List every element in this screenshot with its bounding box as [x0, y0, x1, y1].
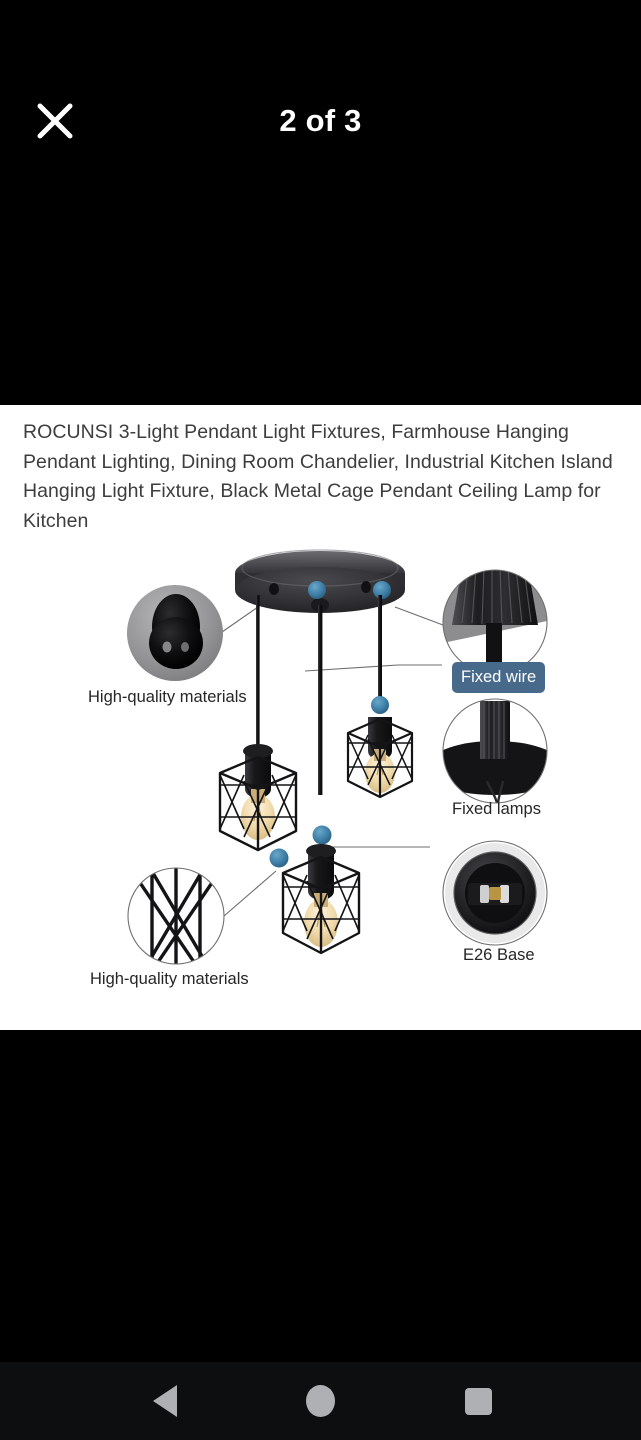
callout-e26-base [442, 840, 548, 946]
callout-dot [269, 848, 289, 868]
callout-fixed-lamps [442, 698, 548, 804]
nav-home-button[interactable] [260, 1362, 380, 1440]
label-e26-base: E26 Base [463, 946, 535, 964]
close-icon [34, 100, 76, 142]
image-counter: 2 of 3 [279, 103, 362, 138]
pendant-light-diagram-svg [127, 549, 548, 965]
product-title: ROCUNSI 3-Light Pendant Light Fixtures, … [23, 421, 613, 532]
ceiling-canopy [235, 549, 405, 613]
viewer-app-bar: 2 of 3 [0, 60, 641, 182]
image-stage[interactable]: ROCUNSI 3-Light Pendant Light Fixtures, … [0, 182, 641, 1362]
home-circle-icon [305, 1385, 335, 1417]
recents-square-icon [464, 1387, 492, 1415]
callout-dot [371, 696, 389, 714]
callout-fixed-wire [442, 569, 548, 675]
android-nav-bar [0, 1362, 641, 1440]
back-triangle-icon [153, 1385, 177, 1417]
label-high-quality-materials-bottom: High-quality materials [90, 970, 249, 988]
product-diagram: High-quality materials Fixed wire Fixed … [0, 535, 641, 1030]
callout-materials-top [127, 585, 223, 681]
status-bar [0, 0, 641, 60]
nav-recents-button[interactable] [418, 1362, 538, 1440]
badge-fixed-wire: Fixed wire [452, 662, 546, 693]
label-fixed-lamps: Fixed lamps [452, 800, 541, 818]
label-high-quality-materials-top: High-quality materials [88, 688, 247, 706]
pendant-center [269, 825, 361, 955]
product-image-card: ROCUNSI 3-Light Pendant Light Fixtures, … [0, 405, 641, 1030]
pendant-right [346, 696, 414, 799]
nav-back-button[interactable] [105, 1362, 225, 1440]
callout-dot [312, 825, 332, 845]
callout-materials-bottom [127, 867, 225, 965]
close-button[interactable] [28, 94, 82, 148]
callout-dot [373, 581, 391, 599]
pendant-cords [256, 595, 382, 795]
callout-dot [308, 581, 326, 599]
pendant-left [218, 744, 298, 852]
